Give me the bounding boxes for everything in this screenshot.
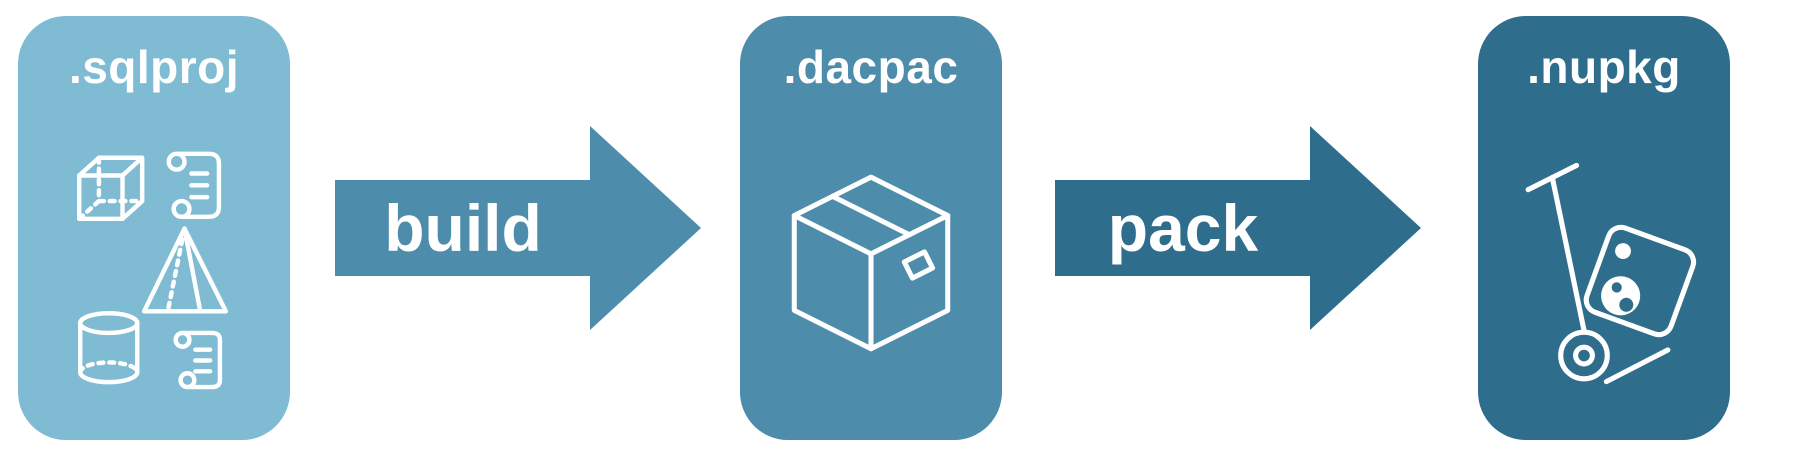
box-outline <box>791 174 951 352</box>
nuget-handtruck-icon <box>1478 94 1730 440</box>
node-dacpac-label: .dacpac <box>783 41 959 93</box>
node-sqlproj: .sqlproj <box>18 16 290 440</box>
right-arrow-shape <box>1055 126 1421 330</box>
cube-icon <box>77 155 145 221</box>
cylinder-icon <box>77 311 140 385</box>
node-nupkg-label: .nupkg <box>1527 41 1681 93</box>
right-arrow-shape <box>335 126 701 330</box>
build-arrow: build <box>335 118 705 338</box>
handtruck-frame <box>1525 162 1670 385</box>
nuget-small-circle <box>1614 243 1631 259</box>
node-sqlproj-label: .sqlproj <box>68 41 240 93</box>
node-nupkg: .nupkg <box>1478 16 1730 440</box>
nuget-hole-small <box>1611 282 1622 293</box>
nuget-package <box>1583 224 1696 338</box>
build-arrow-svg: build <box>335 126 701 330</box>
sql-objects-icon <box>18 94 290 440</box>
package-box-icon <box>740 94 1002 440</box>
pyramid-icon <box>141 226 229 314</box>
nuget-hole-large <box>1618 297 1633 312</box>
pack-arrow: pack <box>1055 118 1425 338</box>
pack-arrow-svg: pack <box>1055 126 1421 330</box>
package-box-icon-svg <box>791 174 951 352</box>
nuget-handtruck-icon-svg <box>1525 162 1696 385</box>
scroll-icon <box>166 151 222 220</box>
pack-arrow-label: pack <box>1108 191 1259 265</box>
build-arrow-label: build <box>384 191 542 265</box>
node-dacpac: .dacpac <box>740 16 1002 440</box>
sql-objects-icon-svg <box>77 151 229 390</box>
scroll-icon <box>173 330 223 390</box>
